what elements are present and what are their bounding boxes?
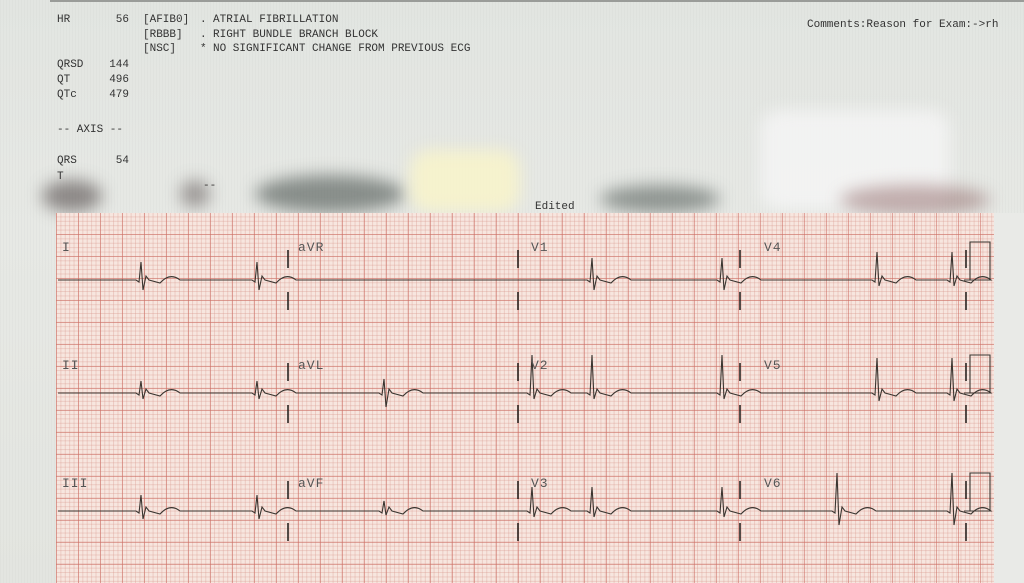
ecg-traces <box>58 241 993 541</box>
statement-code-nsc: [NSC] <box>143 43 177 55</box>
redacted-region <box>600 185 720 213</box>
glare-region <box>410 150 520 212</box>
comments-reason-for-exam: Comments:Reason for Exam:->rh <box>807 19 999 31</box>
measurement-label-qrsd: QRSD <box>57 59 84 71</box>
lead-label-v3: V3 <box>531 476 549 491</box>
axis-fragment: -- <box>203 180 223 192</box>
lead-label-avf: aVF <box>298 476 325 491</box>
edited-status: Edited <box>535 201 575 213</box>
ecg-trace-row <box>58 472 993 526</box>
statement-code-afib: [AFIB0] <box>143 14 190 26</box>
ecg-trace-row <box>58 354 993 408</box>
header-divider <box>50 0 1024 2</box>
statement-text-afib: ATRIAL FIBRILLATION <box>213 14 339 26</box>
statement-text-rbbb: RIGHT BUNDLE BRANCH BLOCK <box>213 29 379 41</box>
lead-label-v5: V5 <box>764 358 782 373</box>
statement-marker: * <box>200 43 207 55</box>
redacted-region <box>255 175 405 213</box>
measurement-value-qrsd: 144 <box>109 59 129 71</box>
lead-label-v4: V4 <box>764 240 782 255</box>
axis-label-t: T <box>57 171 64 183</box>
lead-label-ii: II <box>62 358 80 373</box>
redacted-region <box>42 180 102 212</box>
calibration-pulse <box>969 241 991 280</box>
calibration-pulse <box>969 472 991 511</box>
redacted-region <box>180 180 210 208</box>
measurement-value-hr: 56 <box>115 14 129 26</box>
measurement-label-hr: HR <box>57 14 71 26</box>
axis-value-qrs: 54 <box>115 155 129 167</box>
glare-region <box>760 110 950 210</box>
ecg-grid-paper: I aVR V1 V4 II aVL V2 V5 III aVF V3 V6 <box>56 213 994 583</box>
lead-label-iii: III <box>62 476 89 491</box>
statement-code-rbbb: [RBBB] <box>143 29 183 41</box>
screen-right-margin <box>994 213 1024 583</box>
measurement-value-qt: 496 <box>109 74 129 86</box>
lead-label-v2: V2 <box>531 358 549 373</box>
statement-marker: . <box>200 29 207 41</box>
lead-label-avl: aVL <box>298 358 325 373</box>
lead-label-avr: aVR <box>298 240 325 255</box>
ecg-report-header: HR 56 QRSD 144 QT 496 QTc 479 [AFIB0] . … <box>0 0 1024 215</box>
lead-label-v1: V1 <box>531 240 549 255</box>
axis-section-title: -- AXIS -- <box>57 124 124 136</box>
statement-text-nsc: NO SIGNIFICANT CHANGE FROM PREVIOUS ECG <box>213 43 471 55</box>
calibration-pulse <box>969 354 991 393</box>
axis-label-qrs: QRS <box>57 155 77 167</box>
measurement-value-qtc: 479 <box>109 89 129 101</box>
measurement-label-qt: QT <box>57 74 71 86</box>
redacted-region <box>840 185 990 215</box>
ecg-trace-row <box>58 251 993 291</box>
lead-label-i: I <box>62 240 71 255</box>
measurement-label-qtc: QTc <box>57 89 77 101</box>
statement-marker: . <box>200 14 207 26</box>
lead-label-v6: V6 <box>764 476 782 491</box>
